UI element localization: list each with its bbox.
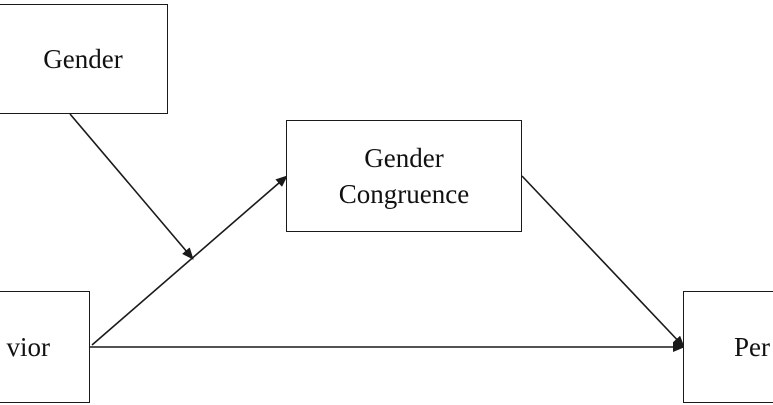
node-gender-congruence: Gender Congruence bbox=[286, 120, 522, 232]
arrow-congruence-to-outcome bbox=[521, 175, 685, 348]
node-gender: Gender bbox=[0, 4, 168, 114]
node-outcome: Per bbox=[683, 291, 773, 403]
node-gender-label: Gender bbox=[43, 44, 123, 74]
node-gender-congruence-line1: Gender bbox=[364, 143, 444, 173]
node-behavior-label: vior bbox=[6, 332, 51, 362]
node-gender-congruence-line2: Congruence bbox=[338, 179, 470, 209]
node-outcome-label: Per bbox=[734, 332, 770, 362]
node-behavior: vior bbox=[0, 291, 90, 403]
arrow-behavior-to-congruence bbox=[91, 175, 288, 346]
arrow-gender-moderator bbox=[69, 113, 194, 260]
